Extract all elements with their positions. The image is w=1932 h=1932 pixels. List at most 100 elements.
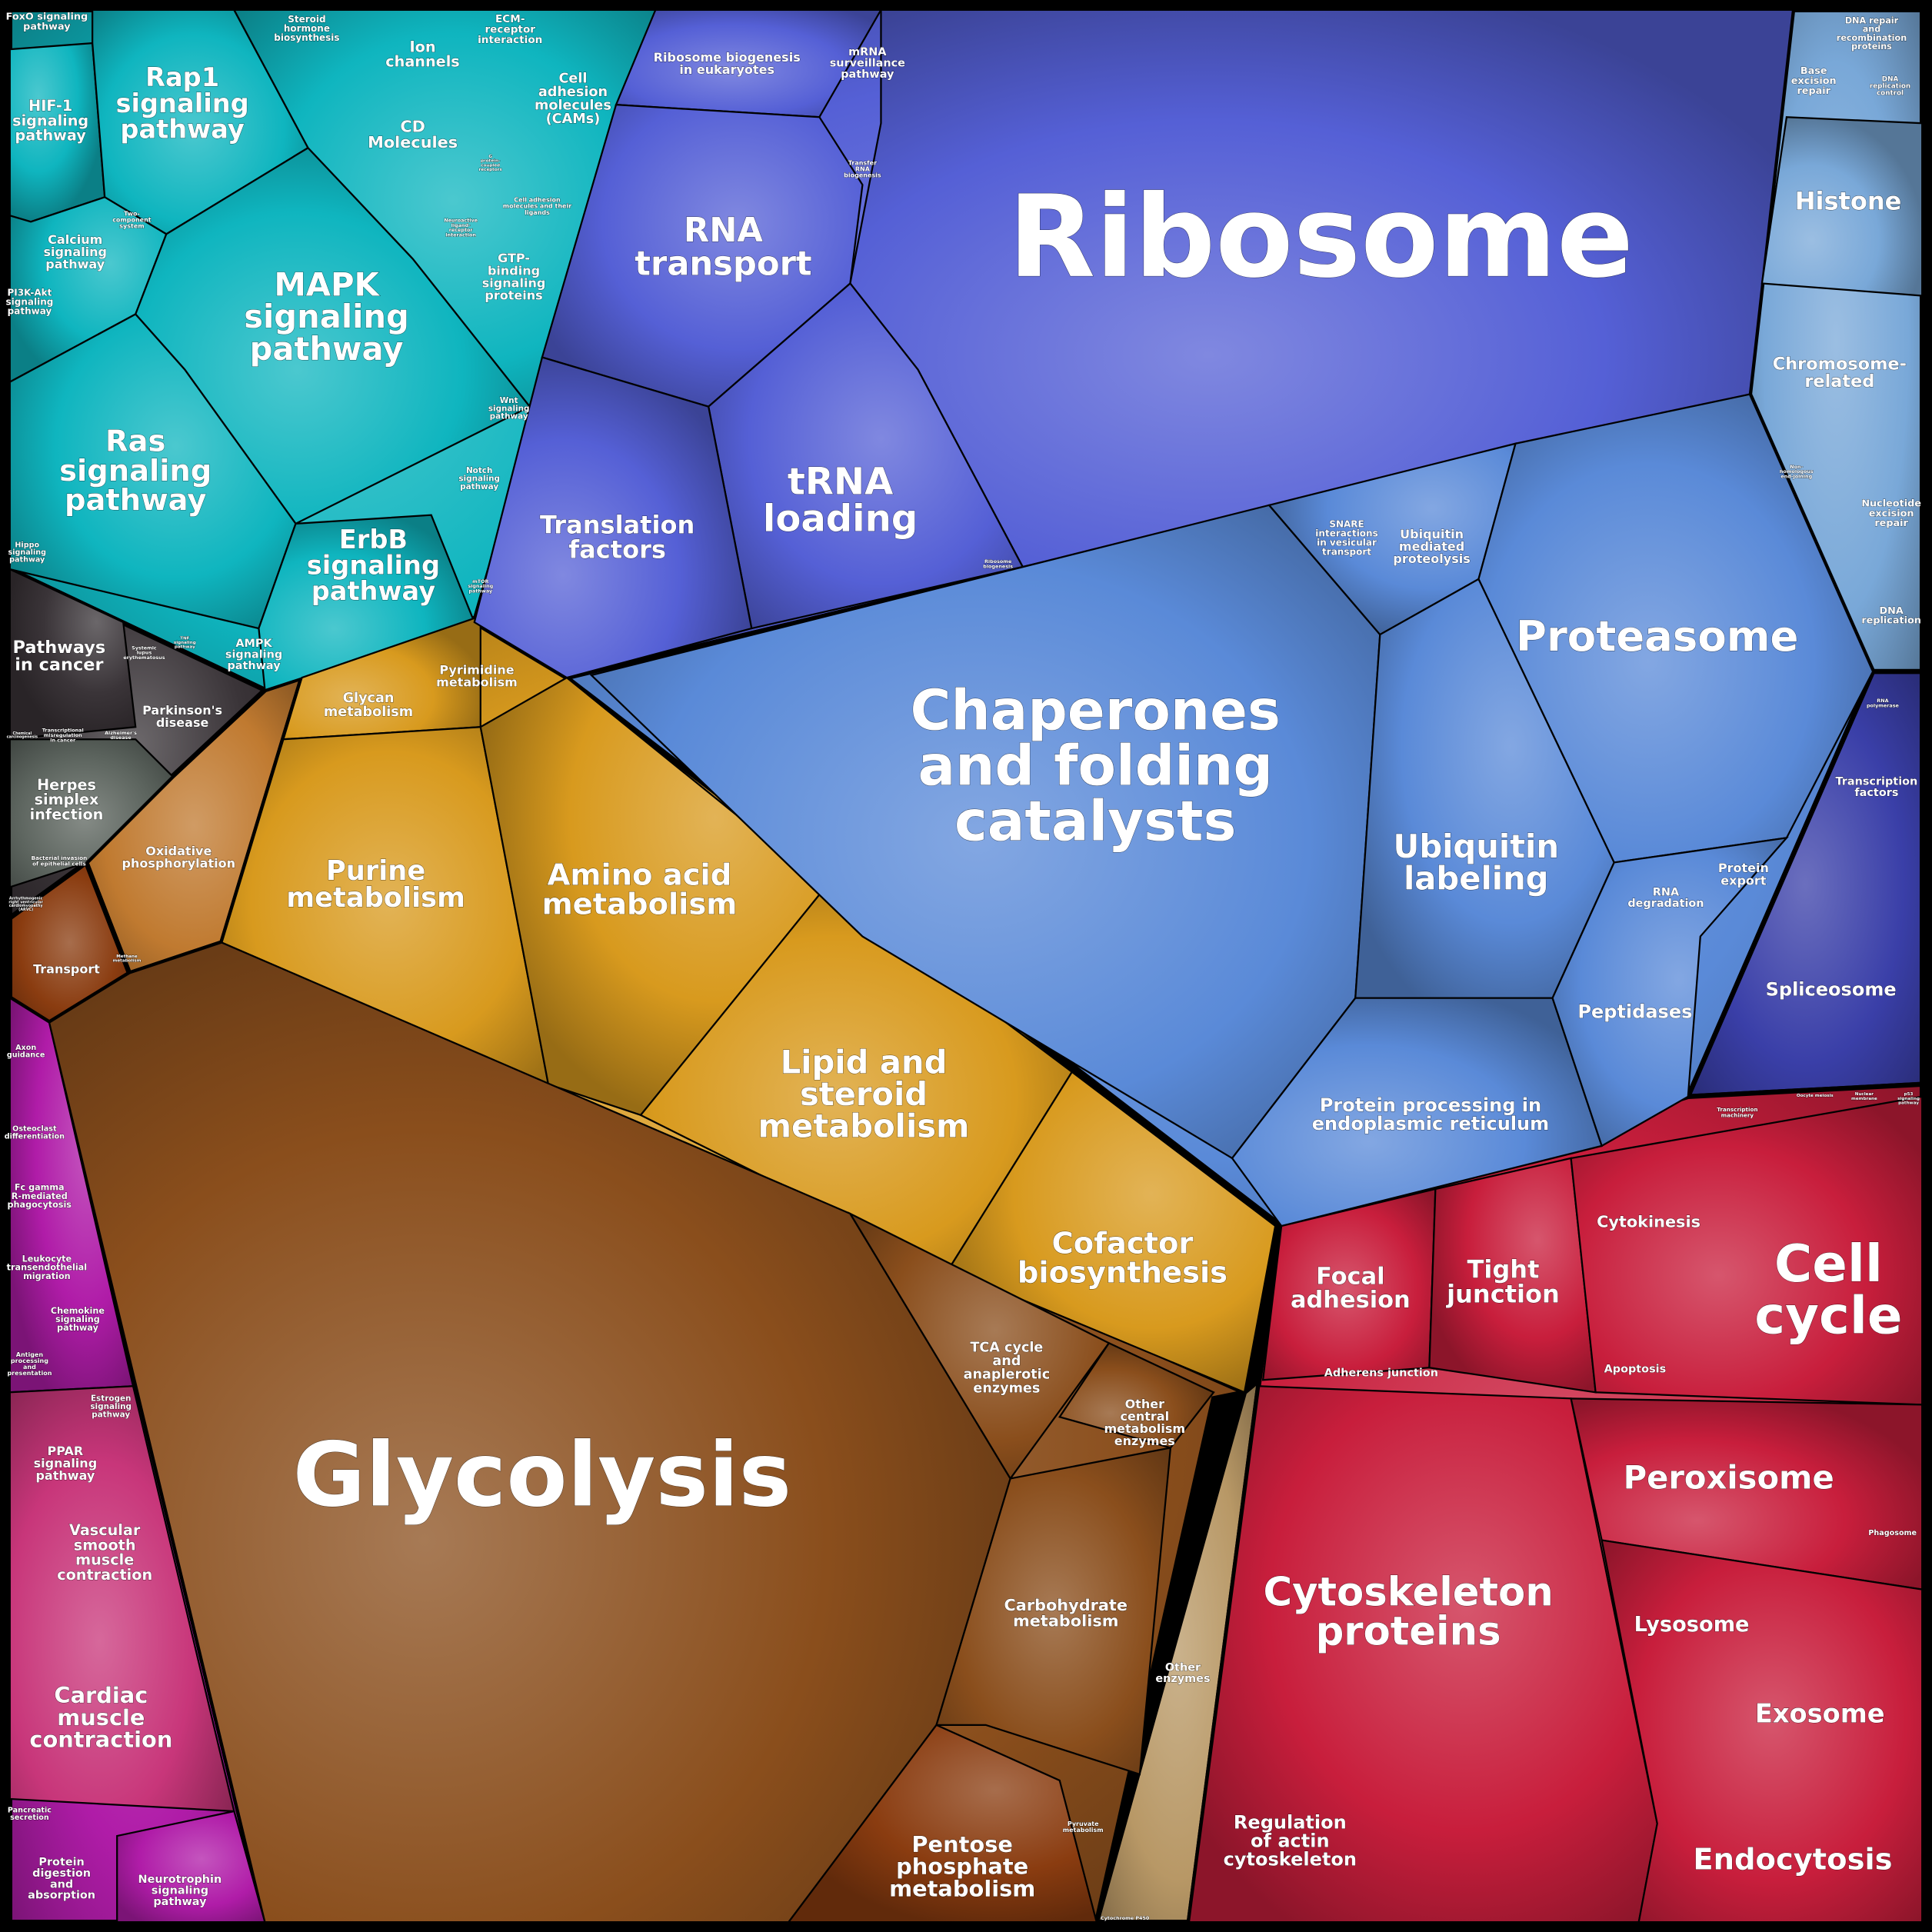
region-translation-factors — [473, 356, 753, 679]
region-herpes — [8, 738, 174, 889]
label-spliceosome: Spliceosome — [1766, 978, 1897, 1000]
region-lysosome-exosome — [1601, 1539, 1924, 1924]
region-peptidases — [1551, 836, 1789, 1148]
label-endocytosis: Endocytosis — [1693, 1842, 1892, 1877]
label-lysosome: Lysosome — [1634, 1613, 1750, 1637]
label-adherens: Adherens junction — [1324, 1367, 1438, 1379]
label-glycolysis: Glycolysis — [293, 1424, 792, 1527]
region-histone — [1760, 116, 1924, 297]
label-histone: Histone — [1795, 186, 1902, 215]
region-pentose — [787, 1724, 1098, 1924]
region-cancer — [8, 568, 137, 741]
label-apoptosis: Apoptosis — [1604, 1364, 1667, 1376]
label-ribosome: Ribosome — [1008, 171, 1634, 303]
label-proteasome: Proteasome — [1516, 611, 1798, 661]
region-cofactor — [947, 1071, 1277, 1394]
label-cytokinesis: Cytokinesis — [1597, 1213, 1700, 1231]
region-carbohydrate — [935, 1447, 1172, 1776]
label-oocyte: Oocyte meiosis — [1797, 1094, 1834, 1098]
label-p450: Cytochrome P450 — [1101, 1915, 1150, 1921]
label-transport: Transport — [33, 962, 100, 977]
label-phagosome: Phagosome — [1868, 1529, 1917, 1537]
label-peptidases: Peptidases — [1577, 1001, 1692, 1022]
region-tca — [848, 1211, 1111, 1481]
label-peroxisome: Peroxisome — [1624, 1458, 1834, 1496]
